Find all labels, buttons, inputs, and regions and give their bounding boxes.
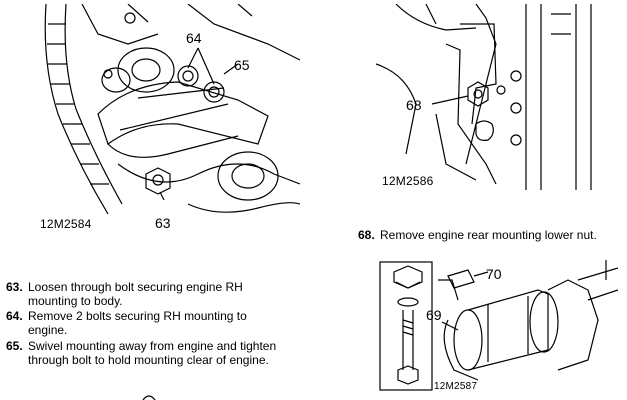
figure-right-bottom: 70 69 12M2587 — [378, 260, 618, 394]
figure-left: 64 65 63 12M2584 — [38, 4, 300, 232]
callout-70: 70 — [486, 266, 502, 282]
callout-68: 68 — [406, 97, 422, 113]
step-text: Loosen through bolt securing engine RH m… — [28, 280, 243, 308]
step-number: 65. — [6, 339, 23, 353]
callout-63: 63 — [155, 215, 171, 231]
figure-code-right-top: 12M2586 — [382, 174, 434, 188]
step-68: 68. Remove engine rear mounting lower nu… — [358, 228, 620, 244]
figure-code-left: 12M2584 — [40, 217, 92, 231]
step-number: 64. — [6, 309, 23, 323]
step-63: 63. Loosen through bolt securing engine … — [6, 280, 306, 310]
rear-mount-parts-illustration — [379, 260, 618, 391]
figure-right-top: 68 12M2586 — [376, 4, 619, 190]
step-64: 64. Remove 2 bolts securing RH mounting … — [6, 309, 306, 339]
figure-code-right-bottom: 12M2587 — [434, 381, 478, 392]
page-edge-mark — [142, 395, 156, 400]
step-text: Swivel mounting away from engine and tig… — [28, 339, 277, 367]
callout-69: 69 — [426, 307, 442, 323]
callout-65: 65 — [234, 57, 250, 73]
step-number: 68. — [358, 228, 375, 242]
step-text: Remove 2 bolts securing RH mounting to e… — [28, 309, 247, 337]
step-number: 63. — [6, 280, 23, 294]
step-65: 65. Swivel mounting away from engine and… — [6, 339, 306, 369]
rear-mounting-illustration — [376, 4, 592, 190]
engine-mounting-illustration — [44, 4, 300, 215]
step-text: Remove engine rear mounting lower nut. — [380, 228, 597, 242]
callout-64: 64 — [186, 30, 202, 46]
